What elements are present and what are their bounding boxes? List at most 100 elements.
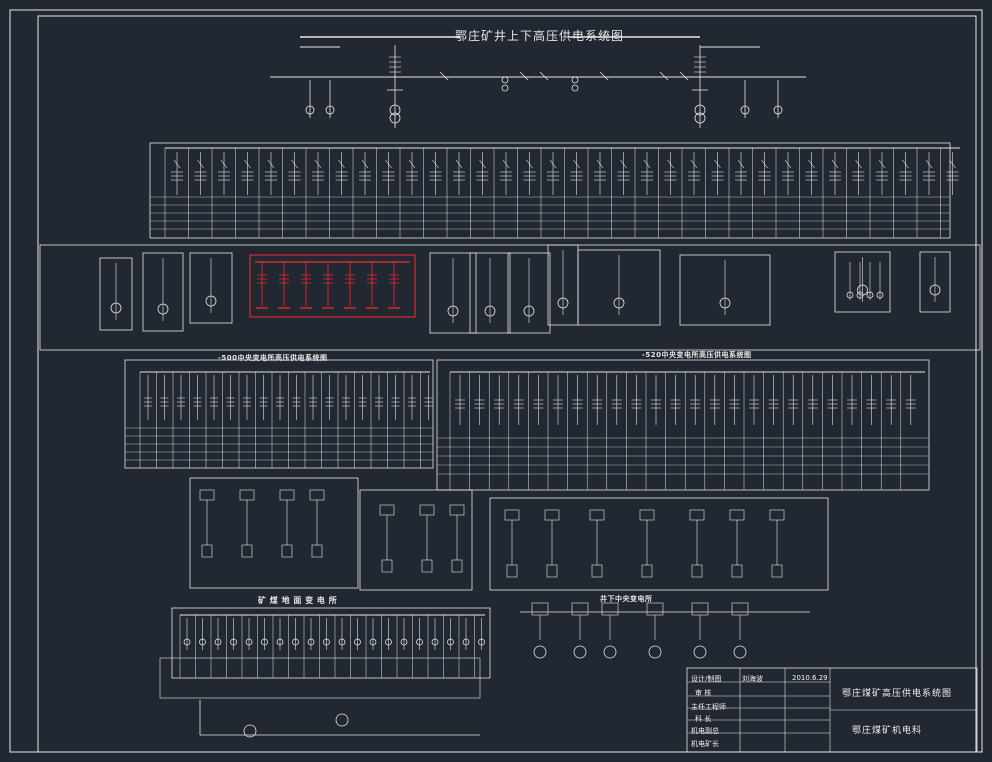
switch-box-8	[544, 509, 560, 521]
panel-switch	[737, 159, 745, 169]
surface-motor	[478, 638, 485, 646]
panel-switch	[690, 159, 698, 169]
panel-switch	[432, 159, 439, 169]
ug-switch-3	[646, 602, 664, 616]
drawing-frame	[37, 15, 977, 753]
switch-0	[439, 71, 449, 81]
transformer-coil	[694, 112, 706, 124]
panel-switch	[949, 159, 956, 169]
subtitle-left: -500中央变电所高压供电系统图	[218, 354, 328, 362]
panel-switch	[761, 159, 768, 169]
equipment-box-9	[834, 251, 891, 313]
panel-switch	[714, 159, 721, 169]
panel-switch	[808, 159, 815, 169]
transformer-coil	[389, 112, 401, 124]
equipment-box-8	[679, 254, 771, 326]
surface-table	[159, 657, 481, 699]
surface-motor	[354, 638, 361, 646]
panel-switch	[267, 159, 275, 169]
ug-motor-2	[603, 645, 617, 659]
tb-row-label-5: 机电矿长	[691, 740, 719, 748]
panel-switch	[549, 159, 557, 169]
panel-switch	[408, 159, 416, 169]
load-box-11	[691, 564, 703, 578]
pt-1b	[571, 84, 579, 92]
load-box-7	[506, 564, 518, 578]
switch-box-7	[504, 509, 520, 521]
outer-border	[9, 9, 983, 753]
surface-motor	[447, 638, 454, 646]
panel-switch	[573, 159, 580, 169]
switch-box-13	[769, 509, 785, 521]
equipment-motor-0	[110, 302, 122, 314]
equipment-box-3	[429, 252, 477, 334]
tb-row-label-4: 机电副总	[691, 727, 719, 735]
panel-switch	[502, 159, 510, 169]
equipment-motor-2	[205, 295, 217, 307]
switch-box-1	[239, 489, 255, 501]
surface-motor	[230, 638, 237, 646]
panel-switch	[197, 159, 204, 169]
pt-0	[501, 76, 509, 84]
main-title: 鄂庄矿井上下高压供电系统图	[455, 29, 625, 43]
main-switchgear	[149, 142, 951, 239]
equipment-motor-8	[719, 297, 731, 309]
load-box-10	[641, 564, 653, 578]
panel-switch	[784, 159, 792, 169]
equipment-box-7	[577, 249, 661, 326]
panel-switch	[361, 159, 369, 169]
switch-5	[679, 71, 689, 81]
subtitle-right: -520中央变电所高压供电系统图	[642, 351, 752, 359]
load-box-12	[731, 564, 743, 578]
load-box-0	[201, 544, 213, 558]
surface-motor	[276, 638, 284, 646]
ug-switch-2	[601, 602, 619, 616]
tb-row-label-0: 设计/制图	[691, 675, 722, 683]
load-box-8	[546, 564, 558, 578]
middle-frame	[39, 244, 981, 351]
panel-switch	[173, 159, 181, 169]
surface-motor	[214, 638, 222, 646]
tb-department: 鄂庄煤矿机电科	[852, 726, 923, 736]
panel-switch	[526, 159, 533, 169]
tb-row-label-3: 科 长	[695, 715, 712, 723]
right-load-3	[876, 291, 884, 299]
switch-box-9	[589, 509, 605, 521]
transformer-coil	[389, 104, 401, 116]
panel-switch	[338, 159, 345, 169]
ug-motor-4	[693, 645, 707, 659]
switch-box-11	[689, 509, 705, 521]
surface-motor	[292, 638, 299, 646]
aux-transformer-1	[305, 105, 315, 115]
surface-transformer-a	[243, 724, 257, 738]
surface-motor	[183, 638, 191, 646]
panel-switch	[479, 159, 486, 169]
ug-switch-5	[731, 602, 749, 616]
equipment-box-2	[189, 252, 233, 324]
surface-motor	[323, 638, 330, 646]
panel-switch	[596, 159, 604, 169]
panel-switch	[291, 159, 298, 169]
surface-motor	[199, 638, 206, 646]
equipment-box-0	[99, 257, 133, 331]
equipment-motor-5	[523, 305, 535, 317]
equipment-box-10	[919, 251, 951, 313]
equipment-motor-1	[157, 303, 169, 315]
transformer-coil	[694, 104, 706, 116]
switch-box-12	[729, 509, 745, 521]
surface-motor	[385, 638, 392, 646]
surface-motor	[369, 638, 377, 646]
ug-switch-1	[571, 602, 589, 616]
aux-transformer-3	[740, 105, 750, 115]
surface-motor	[431, 638, 439, 646]
panel-switch	[667, 159, 674, 169]
right-load-1	[856, 291, 864, 299]
right-load-2	[866, 291, 874, 299]
aux-transformer-2	[773, 105, 783, 115]
aux-transformer-0	[325, 105, 335, 115]
lower-right-frame	[489, 497, 829, 591]
load-box-3	[311, 544, 323, 558]
equipment-box-1	[142, 252, 184, 332]
